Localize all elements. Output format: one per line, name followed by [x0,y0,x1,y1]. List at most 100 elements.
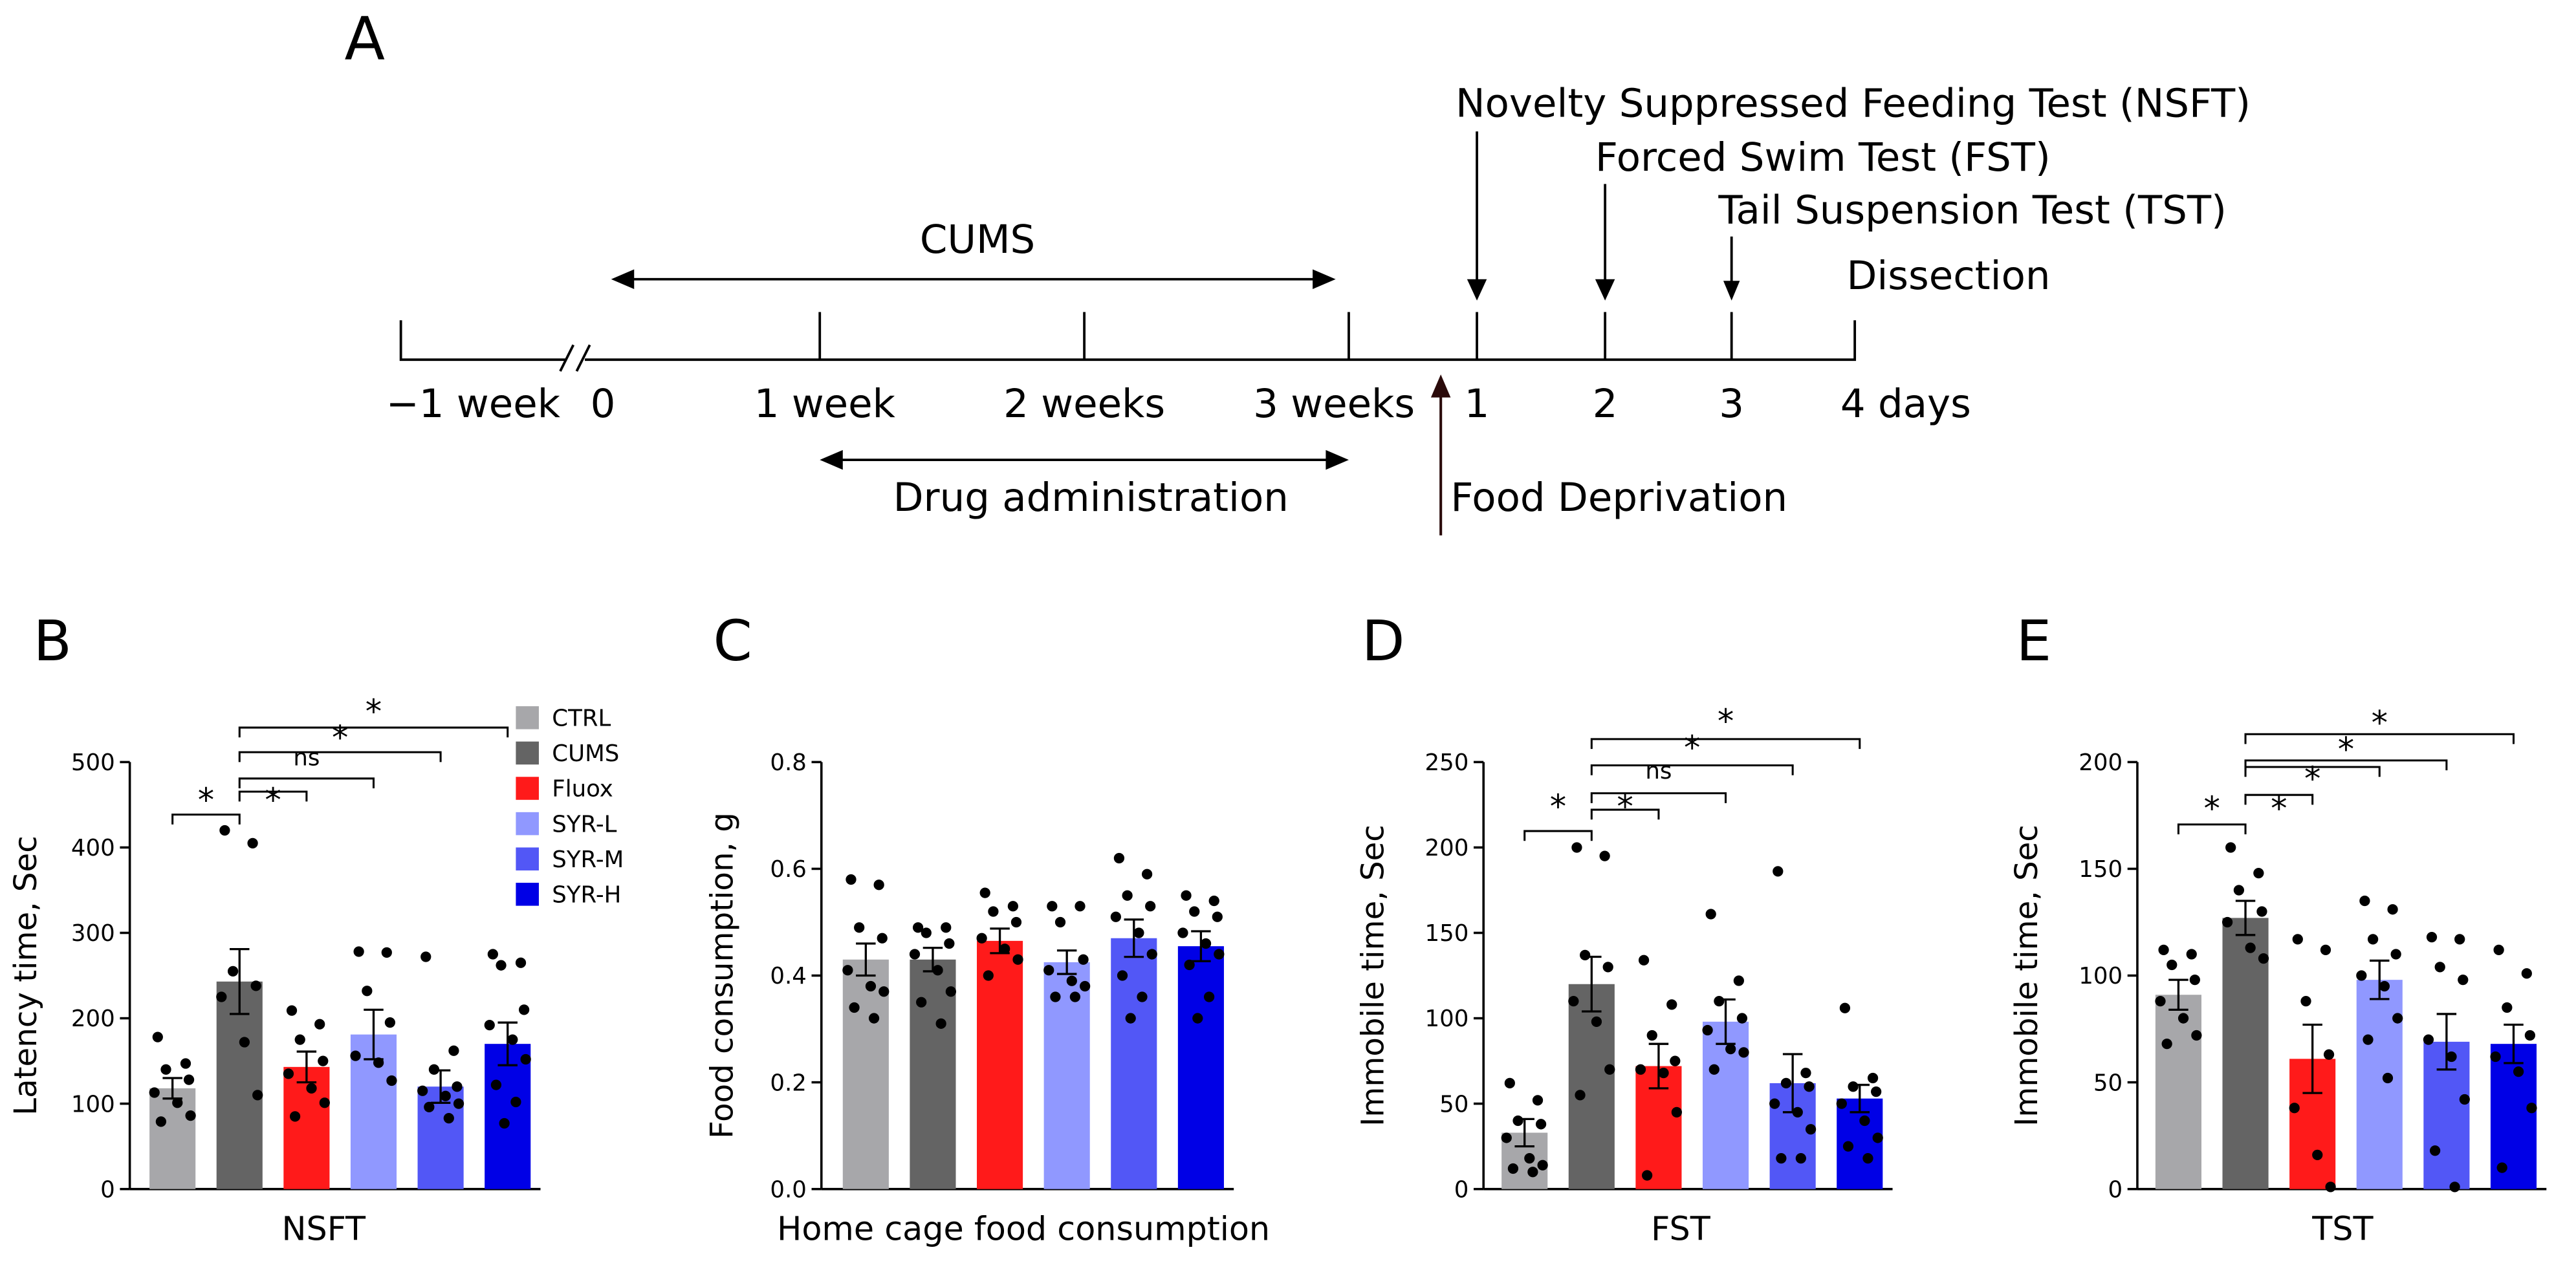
cums-period-label: CUMS [920,217,1035,263]
data-point [1181,890,1192,901]
data-point [2167,959,2178,971]
y-tick-label: 100 [2079,963,2123,989]
data-point [306,1083,317,1094]
data-point [1671,1106,1682,1117]
data-point [350,1050,361,1061]
significance-bracket: * [2244,730,2448,771]
data-point [2446,1051,2457,1063]
panel-a-timeline: A −1 week 0 1 week 2 weeks 3 weeks 1 2 3… [345,4,2251,535]
data-point [1177,927,1188,938]
nsft-test-label: Novelty Suppressed Feeding Test (NSFT) [1456,80,2251,126]
y-tick-label: 50 [2093,1070,2123,1096]
timeline-tick-label: −1 week [386,381,561,427]
drug-period-label: Drug administration [893,475,1289,521]
data-point [520,1053,531,1065]
data-point [2390,949,2401,960]
fst-arrow [1595,184,1615,301]
data-point [1189,906,1200,917]
data-point [2256,906,2267,917]
significance-bracket: ns [1590,758,1727,803]
y-tick-label: 0 [100,1176,115,1203]
significance-bracket: * [1590,702,1861,750]
timeline-tick-label: 3 weeks [1253,381,1415,427]
legend-swatch [516,812,539,836]
data-point [1078,954,1089,965]
data-point [1141,869,1153,880]
legend-label: Fluox [552,776,613,803]
data-point [1043,965,1054,976]
data-point [149,1087,160,1098]
data-point [1110,911,1121,922]
data-points [2155,842,2537,1193]
significance-label: ns [1645,758,1672,784]
data-point [1836,1098,1847,1109]
error-bars [2168,900,2524,1094]
data-point [1512,1115,1523,1127]
data-point [2392,1013,2403,1024]
data-point [1066,975,1077,986]
data-points [842,852,1225,1029]
timeline-line-pre [399,320,565,362]
y-tick-label: 500 [71,750,115,776]
legend-label: SYR-H [552,882,621,909]
data-point [849,1002,860,1013]
data-point [2502,1002,2513,1013]
data-point [424,1101,435,1113]
data-point [440,1090,451,1101]
data-point [1075,901,1086,912]
data-point [1871,1086,1882,1097]
data-point [854,922,865,933]
data-point [1776,1153,1787,1164]
y-tick-label: 150 [2079,856,2123,883]
data-point [865,980,877,992]
data-point [2221,916,2233,928]
data-point [1069,991,1081,1002]
data-point [2449,1182,2460,1193]
bar-cums [216,981,263,1189]
error-bar [2436,1013,2457,1071]
y-tick-label: 150 [1424,920,1468,947]
axis-break-mark [575,344,591,372]
x-axis-title: FST [1651,1209,1711,1247]
data-point [250,980,261,991]
error-bar [2302,1023,2322,1094]
data-point [2458,975,2469,986]
panel-c-food-consumption-chart: C Food consumption, g Home cage food con… [704,609,1270,1247]
data-point [2382,1072,2394,1084]
data-point [362,986,373,997]
error-bar [1191,930,1211,962]
data-point [1010,916,1022,928]
data-point [2300,996,2311,1007]
data-point [1604,1064,1615,1075]
tst-arrow [1723,236,1740,301]
data-point [1535,1119,1547,1130]
data-point [1642,1170,1653,1181]
legend-swatch [516,883,539,906]
data-point [2367,934,2379,945]
significance-bracket: * [2244,704,2515,744]
error-bars [1514,955,1870,1148]
significance-bracket: * [238,692,509,738]
y-tick-label: 0 [1454,1176,1469,1203]
data-point [1670,1055,1681,1066]
data-point [1050,991,1061,1002]
data-point [2493,944,2504,956]
legend-item-syr-h: SYR-H [516,882,621,909]
data-point [2225,842,2236,853]
data-point [1769,1098,1780,1109]
data-point [499,1117,510,1129]
fst-test-label: Forced Swim Test (FST) [1595,135,2051,180]
legend-item-syr-l: SYR-L [516,811,617,837]
data-point [1524,1153,1535,1164]
error-bar [1124,918,1144,958]
y-axis-title: Immobile time, Sec [2009,825,2045,1127]
data-point [2356,970,2367,981]
data-point [1702,1024,1713,1036]
data-point [912,922,924,933]
data-point [1773,866,1784,877]
data-point [373,1057,384,1068]
data-point [2253,867,2264,879]
